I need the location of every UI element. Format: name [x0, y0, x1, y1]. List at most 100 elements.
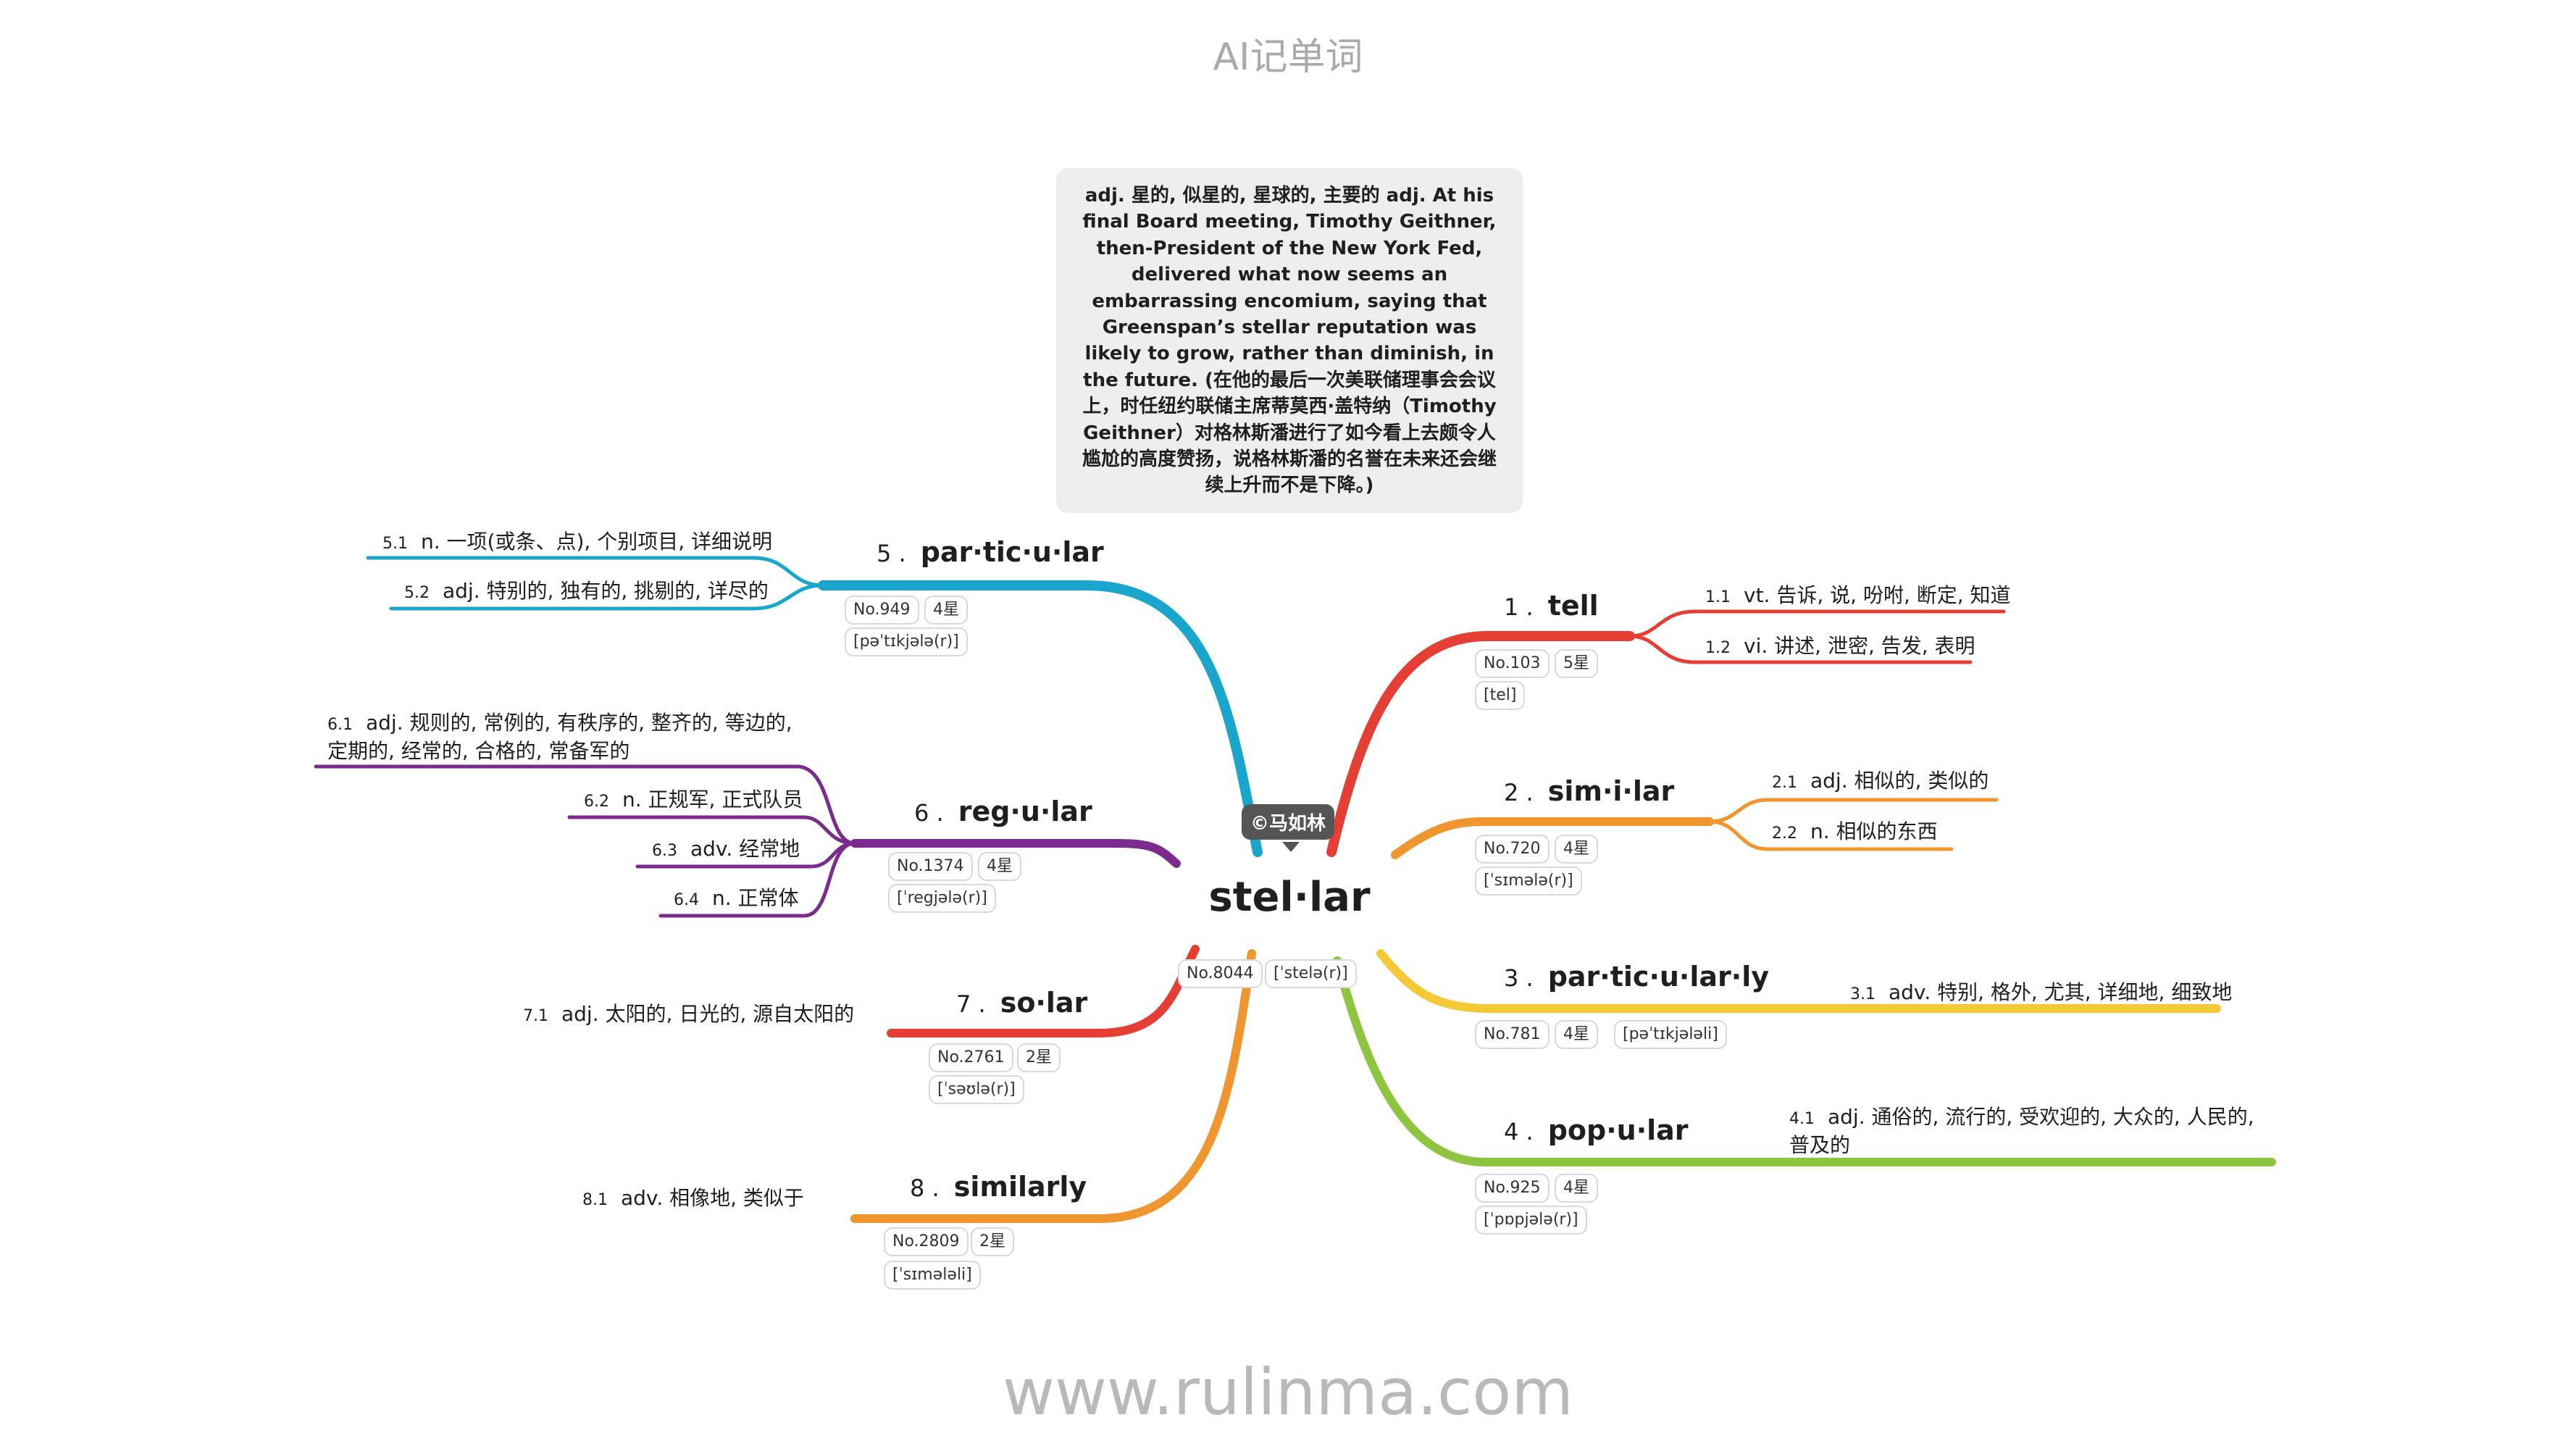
branch-topic-2[interactable]: 2 . sim·i·lar [1504, 775, 1674, 807]
phonetic-tag: [tel] [1475, 681, 1526, 710]
subtopic-text: n. 正规军, 正式队员 [622, 788, 803, 811]
subtopic-text: adv. 相像地, 类似于 [621, 1186, 804, 1210]
subtopic-6-4[interactable]: 6.4 n. 正常体 [674, 885, 799, 914]
sub-line-5-2 [389, 583, 825, 611]
branch-word: par·tic·u·lar·ly [1547, 961, 1770, 993]
branch-topic-7[interactable]: 7 .so·lar [956, 987, 1087, 1019]
branch-line-1 [1326, 631, 1635, 857]
stars-tag: 2星 [971, 1227, 1014, 1256]
central-phonetic-tag: [ˈstelə(r)] [1265, 959, 1357, 988]
subtopic-text: adj. 特别的, 独有的, 挑剔的, 详尽的 [443, 579, 769, 603]
branch-word: tell [1547, 590, 1599, 622]
branch-word: sim·i·lar [1547, 775, 1675, 807]
subtopic-1-1[interactable]: 1.1 vt. 告诉, 说, 吩咐, 断定, 知道 [1705, 582, 2011, 611]
subtopic-2-2[interactable]: 2.2 n. 相似的东西 [1772, 819, 1938, 847]
subtopic-text: adj. 规则的, 常例的, 有秩序的, 整齐的, 等边的, 定期的, 经常的,… [327, 711, 793, 763]
stars-tag: 4星 [1555, 1020, 1598, 1049]
subtopic-number: 1.2 [1705, 639, 1731, 657]
rank-tag: No.2761 [929, 1043, 1013, 1072]
branch-topic-3[interactable]: 3 . par·tic·u·lar·ly [1504, 961, 1769, 993]
branch-topic-8[interactable]: 8 . similarly [910, 1171, 1087, 1203]
rank-tag: No.2809 [884, 1227, 969, 1256]
subtopic-number: 3.1 [1850, 985, 1875, 1003]
author-badge-pointer [1282, 842, 1300, 852]
stars-tag: 5星 [1555, 649, 1598, 678]
subtopic-text: adj. 太阳的, 日光的, 源自太阳的 [561, 1002, 855, 1026]
branch-line-3 [1376, 949, 2221, 1013]
sub-line-2-2 [1707, 819, 1954, 851]
stars-tag: 4星 [1555, 835, 1598, 864]
sub-line-5-1 [366, 556, 825, 588]
rank-tag: No.103 [1475, 649, 1550, 678]
central-word[interactable]: stel·lar [1208, 874, 1371, 921]
subtopic-text: n. 相似的东西 [1810, 819, 1938, 843]
central-rank-tag: No.8044 [1178, 959, 1263, 988]
stars-tag: 2星 [1017, 1043, 1061, 1072]
subtopic-text: adj. 通俗的, 流行的, 受欢迎的, 大众的, 人民的, 普及的 [1789, 1105, 2254, 1157]
phonetic-tag: [ˈregjələ(r)] [888, 884, 996, 913]
subtopic-text: adj. 相似的, 类似的 [1810, 769, 1989, 793]
subtopic-text: adv. 特别, 格外, 尤其, 详细地, 细致地 [1889, 980, 2233, 1004]
branch-line-6 [850, 839, 1181, 868]
rank-tag: No.1374 [888, 852, 973, 881]
stars-tag: 4星 [978, 852, 1021, 881]
subtopic-number: 7.1 [523, 1007, 548, 1025]
branch-number: 8 . [910, 1174, 940, 1202]
subtopic-number: 6.4 [674, 891, 699, 909]
branch-topic-6[interactable]: 6 .reg·u·lar [914, 796, 1092, 827]
sub-line-6-2 [567, 815, 857, 845]
subtopic-text: vt. 告诉, 说, 吩咐, 断定, 知道 [1744, 583, 2011, 607]
author-badge: ©马如林 [1242, 804, 1335, 840]
phonetic-tag: [ˈsəʊlə(r)] [929, 1075, 1024, 1104]
watermark-url: www.rulinma.com [1002, 1355, 1573, 1429]
subtopic-text: adv. 经常地 [690, 837, 800, 861]
phonetic-tag: [ˈsɪmələ(r)] [1475, 867, 1582, 895]
subtopic-1-2[interactable]: 1.2 vi. 讲述, 泄密, 告发, 表明 [1705, 633, 1975, 661]
rank-tag: No.720 [1475, 835, 1550, 864]
sub-line-6-4 [658, 841, 857, 918]
sub-line-6-1 [314, 764, 857, 845]
branch-topic-4[interactable]: 4 .pop·u·lar [1504, 1114, 1689, 1146]
branch-topic-1[interactable]: 1 .tell [1504, 590, 1599, 622]
sub-line-1-1 [1628, 609, 2006, 638]
page-title: AI记单词 [1213, 36, 1363, 79]
subtopic-number: 8.1 [582, 1191, 608, 1209]
subtopic-text: n. 正常体 [712, 886, 799, 910]
sub-line-2-1 [1707, 798, 1999, 824]
subtopic-number: 2.2 [1772, 824, 1797, 843]
branch-number: 3 . [1504, 964, 1534, 992]
subtopic-7-1[interactable]: 7.1 adj. 太阳的, 日光的, 源自太阳的 [523, 1001, 854, 1030]
branch-number: 2 . [1504, 779, 1534, 806]
subtopic-number: 6.1 [327, 716, 353, 734]
branch-topic-5[interactable]: 5 .par·tic·u·lar [877, 536, 1104, 568]
subtopic-number: 1.1 [1705, 588, 1731, 606]
subtopic-number: 6.2 [584, 793, 609, 811]
branch-number: 4 . [1504, 1118, 1534, 1145]
branch-word: par·tic·u·lar [920, 536, 1104, 568]
subtopic-text: vi. 讲述, 泄密, 告发, 表明 [1744, 634, 1975, 658]
sub-line-1-2 [1628, 634, 1973, 664]
subtopic-6-2[interactable]: 6.2 n. 正规军, 正式队员 [584, 787, 803, 815]
subtopic-8-1[interactable]: 8.1 adv. 相像地, 类似于 [582, 1185, 804, 1214]
branch-word: so·lar [1000, 987, 1088, 1019]
rank-tag: No.949 [845, 596, 919, 625]
phonetic-tag: [pəˈtɪkjələ(r)] [845, 627, 968, 656]
subtopic-number: 5.1 [382, 535, 408, 553]
subtopic-6-3[interactable]: 6.3 adv. 经常地 [652, 836, 800, 864]
branch-line-2 [1391, 817, 1714, 859]
stars-tag: 4星 [1555, 1174, 1598, 1203]
branch-line-8 [850, 949, 1256, 1223]
branch-word: similarly [953, 1171, 1087, 1203]
definition-note: adj. 星的, 似星的, 星球的, 主要的 adj. At his final… [1056, 168, 1523, 513]
branch-word: reg·u·lar [958, 796, 1092, 827]
phonetic-tag: [ˈpɒpjələ(r)] [1475, 1206, 1587, 1235]
subtopic-number: 6.3 [652, 842, 677, 860]
subtopic-3-1[interactable]: 3.1 adv. 特别, 格外, 尤其, 详细地, 细致地 [1850, 980, 2232, 1008]
